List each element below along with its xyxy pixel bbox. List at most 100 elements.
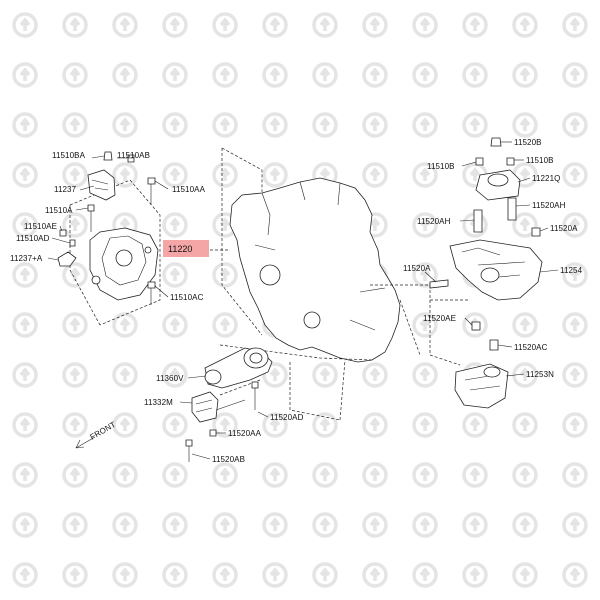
label-11520AE[interactable]: 11520AE	[423, 314, 456, 323]
watermark-wrench-icon	[69, 567, 81, 581]
label-11520AA[interactable]: 11520AA	[228, 429, 262, 438]
left-mount-assembly[interactable]	[57, 151, 159, 305]
label-11237[interactable]: 11237	[54, 185, 77, 194]
watermark-gear-icon	[112, 512, 138, 538]
label-11520AC[interactable]: 11520AC	[514, 343, 548, 352]
watermark-gear-icon	[362, 162, 388, 188]
watermark-gear-icon	[162, 512, 188, 538]
label-11254[interactable]: 11254	[560, 266, 583, 275]
watermark-wrench-icon	[419, 567, 431, 581]
torque-rod-assembly[interactable]	[185, 347, 273, 462]
watermark-gear-icon	[262, 62, 288, 88]
watermark-gear-icon	[312, 412, 338, 438]
watermark-wrench-icon	[119, 417, 131, 431]
watermark-wrench-icon	[69, 117, 81, 131]
watermark-wrench-icon	[19, 67, 31, 81]
watermark-gear-icon	[362, 412, 388, 438]
watermark-gear-icon	[12, 462, 38, 488]
label-11520AH-left[interactable]: 11520AH	[417, 217, 451, 226]
label-11237A[interactable]: 11237+A	[10, 254, 43, 263]
watermark-wrench-icon	[319, 517, 331, 531]
watermark-gear-icon	[62, 112, 88, 138]
label-11510B[interactable]: 11510B	[427, 162, 455, 171]
watermark-wrench-icon	[69, 517, 81, 531]
watermark-gear-icon	[12, 412, 38, 438]
watermark-wrench-icon	[319, 367, 331, 381]
watermark-gear-icon	[12, 312, 38, 338]
watermark-gear-icon	[62, 562, 88, 588]
label-11510B-right[interactable]: 11510B	[526, 156, 554, 165]
label-11520AB[interactable]: 11520AB	[212, 455, 245, 464]
label-11510AB[interactable]: 11510AB	[117, 151, 150, 160]
watermark-wrench-icon	[169, 467, 181, 481]
watermark-wrench-icon	[119, 367, 131, 381]
watermark-gear-icon	[312, 12, 338, 38]
watermark-wrench-icon	[269, 367, 281, 381]
watermark-wrench-icon	[519, 467, 531, 481]
watermark-gear-icon	[12, 162, 38, 188]
watermark-gear-icon	[562, 512, 588, 538]
watermark-wrench-icon	[569, 117, 581, 131]
watermark-gear-icon	[162, 12, 188, 38]
label-11520AH-right[interactable]: 11520AH	[532, 201, 566, 210]
watermark-wrench-icon	[119, 567, 131, 581]
engine-block-outline	[229, 177, 401, 363]
watermark-gear-icon	[312, 62, 338, 88]
label-11360V[interactable]: 11360V	[156, 374, 184, 383]
label-11221Q[interactable]: 11221Q	[532, 174, 560, 183]
label-11220[interactable]: 11220	[168, 244, 192, 254]
watermark-gear-icon	[262, 412, 288, 438]
watermark-wrench-icon	[519, 117, 531, 131]
watermark-wrench-icon	[219, 517, 231, 531]
watermark-wrench-icon	[569, 367, 581, 381]
label-11520B[interactable]: 11520B	[514, 138, 542, 147]
watermark-wrench-icon	[19, 367, 31, 381]
watermark-gear-icon	[412, 62, 438, 88]
label-11510A[interactable]: 11510A	[45, 206, 73, 215]
watermark-wrench-icon	[169, 317, 181, 331]
watermark-gear-icon	[62, 462, 88, 488]
watermark-wrench-icon	[269, 67, 281, 81]
label-11510AE[interactable]: 11510AE	[24, 222, 57, 231]
watermark-gear-icon	[262, 462, 288, 488]
label-11510AA[interactable]: 11510AA	[172, 185, 206, 194]
watermark-gear-icon	[262, 362, 288, 388]
watermark-wrench-icon	[469, 417, 481, 431]
watermark-wrench-icon	[569, 417, 581, 431]
watermark-gear-icon	[362, 512, 388, 538]
label-11510AD[interactable]: 11510AD	[16, 234, 50, 243]
label-11253N[interactable]: 11253N	[526, 370, 554, 379]
watermark-gear-icon	[512, 562, 538, 588]
label-11520AD[interactable]: 11520AD	[270, 413, 304, 422]
watermark-wrench-icon	[469, 467, 481, 481]
watermark-wrench-icon	[569, 67, 581, 81]
watermark-gear-icon	[562, 562, 588, 588]
watermark-gear-icon	[112, 562, 138, 588]
watermark-wrench-icon	[419, 217, 431, 231]
front-label: FRONT	[89, 420, 118, 442]
watermark-wrench-icon	[119, 167, 131, 181]
watermark-wrench-icon	[169, 517, 181, 531]
label-11520A-right[interactable]: 11520A	[550, 224, 578, 233]
watermark-gear-icon	[412, 212, 438, 238]
part-11220-highlight[interactable]	[163, 240, 209, 257]
watermark-wrench-icon	[469, 17, 481, 31]
watermark-gear-icon	[62, 12, 88, 38]
watermark-wrench-icon	[119, 467, 131, 481]
watermark-gear-icon	[462, 312, 488, 338]
watermark-gear-icon	[12, 62, 38, 88]
watermark-gear-icon	[112, 362, 138, 388]
label-11520A-left[interactable]: 11520A	[403, 264, 431, 273]
label-11510BA[interactable]: 11510BA	[52, 151, 86, 160]
watermark-gear-icon	[62, 412, 88, 438]
watermark-wrench-icon	[169, 67, 181, 81]
watermark-wrench-icon	[119, 517, 131, 531]
watermark-gear-icon	[112, 112, 138, 138]
right-mount-assembly[interactable]	[429, 137, 543, 409]
label-11332M[interactable]: 11332M	[144, 398, 173, 407]
watermark-gear-icon	[162, 412, 188, 438]
watermark-wrench-icon	[319, 117, 331, 131]
label-11510AC[interactable]: 11510AC	[170, 293, 204, 302]
